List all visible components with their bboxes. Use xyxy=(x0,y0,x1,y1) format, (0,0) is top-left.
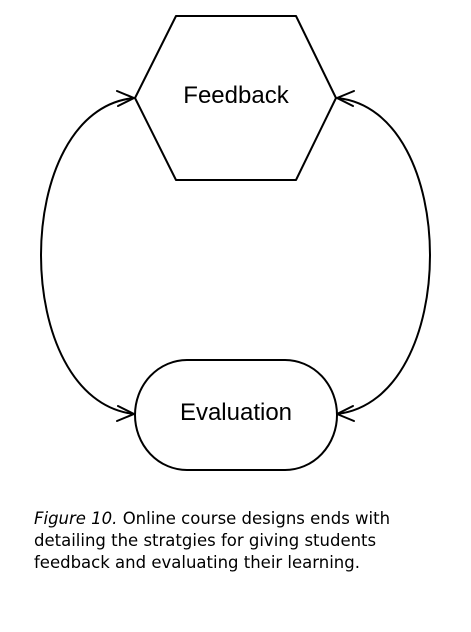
figure-caption: Figure 10. Online course designs ends wi… xyxy=(34,508,444,574)
caption-figure-label: Figure 10. xyxy=(34,509,118,528)
caption-text: Online course designs ends with detailin… xyxy=(34,509,391,572)
node-evaluation: Evaluation xyxy=(134,359,338,471)
arrowhead-left-bottom xyxy=(116,405,135,422)
edge-right-connector xyxy=(336,97,431,415)
feedback-hexagon xyxy=(134,15,337,181)
evaluation-stadium xyxy=(134,359,338,471)
edge-left-connector xyxy=(40,97,135,415)
feedback-label: Feedback xyxy=(183,82,289,109)
evaluation-label: Evaluation xyxy=(180,399,292,426)
node-feedback: Feedback xyxy=(134,15,337,181)
